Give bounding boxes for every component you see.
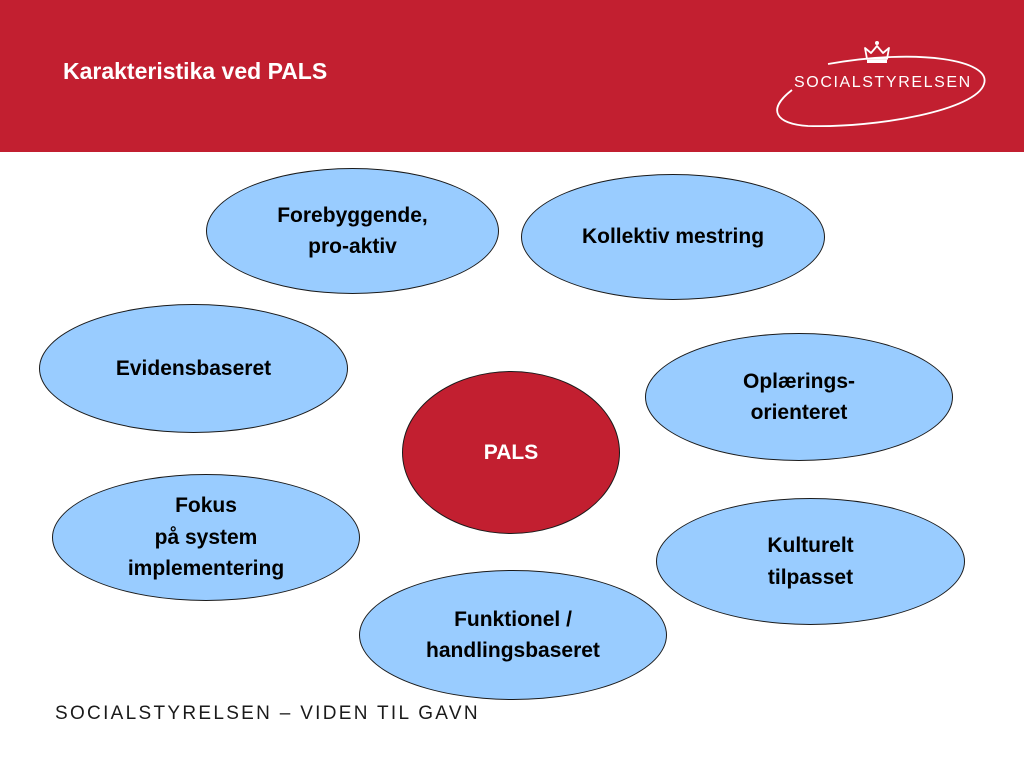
slide-title: Karakteristika ved PALS (63, 58, 328, 84)
node-kollektiv-mestring-label: Kollektiv mestring (581, 225, 765, 249)
node-funktionel-handlingsbaseret-label: Funktionel / handlingsbaseret (426, 607, 600, 663)
node-evidensbaseret: Evidensbaseret (39, 304, 348, 433)
node-pals-center: PALS (402, 371, 620, 534)
node-forebyggende: Forebyggende, pro-aktiv (206, 168, 499, 294)
socialstyrelsen-logo: SOCIALSTYRELSEN (768, 36, 990, 128)
node-oplaerings-orienteret: Oplærings- orienteret (645, 333, 953, 461)
node-forebyggende-label: Forebyggende, pro-aktiv (277, 203, 428, 259)
footer-brand: SOCIALSTYRELSEN (55, 703, 273, 724)
header-bar: Karakteristika ved PALS SOCIALSTYRELSEN (0, 0, 1024, 152)
node-kollektiv-mestring: Kollektiv mestring (521, 174, 825, 300)
node-pals-center-label: PALS (483, 440, 539, 464)
node-fokus-system-implementering-label: Fokus på system implementering (127, 494, 285, 581)
node-oplaerings-orienteret-label: Oplærings- orienteret (742, 369, 855, 425)
footer-tagline: SOCIALSTYRELSEN – VIDEN TIL GAVN (55, 703, 480, 725)
footer-slogan: – VIDEN TIL GAVN (272, 703, 480, 724)
node-evidensbaseret-label: Evidensbaseret (115, 356, 272, 380)
logo-text: SOCIALSTYRELSEN (794, 74, 972, 91)
logo-swoosh-icon (776, 55, 986, 128)
node-kulturelt-tilpasset: Kulturelt tilpasset (656, 498, 965, 625)
node-kulturelt-tilpasset-label: Kulturelt tilpasset (767, 534, 854, 589)
node-fokus-system-implementering: Fokus på system implementering (52, 474, 360, 601)
node-funktionel-handlingsbaseret: Funktionel / handlingsbaseret (359, 570, 667, 700)
